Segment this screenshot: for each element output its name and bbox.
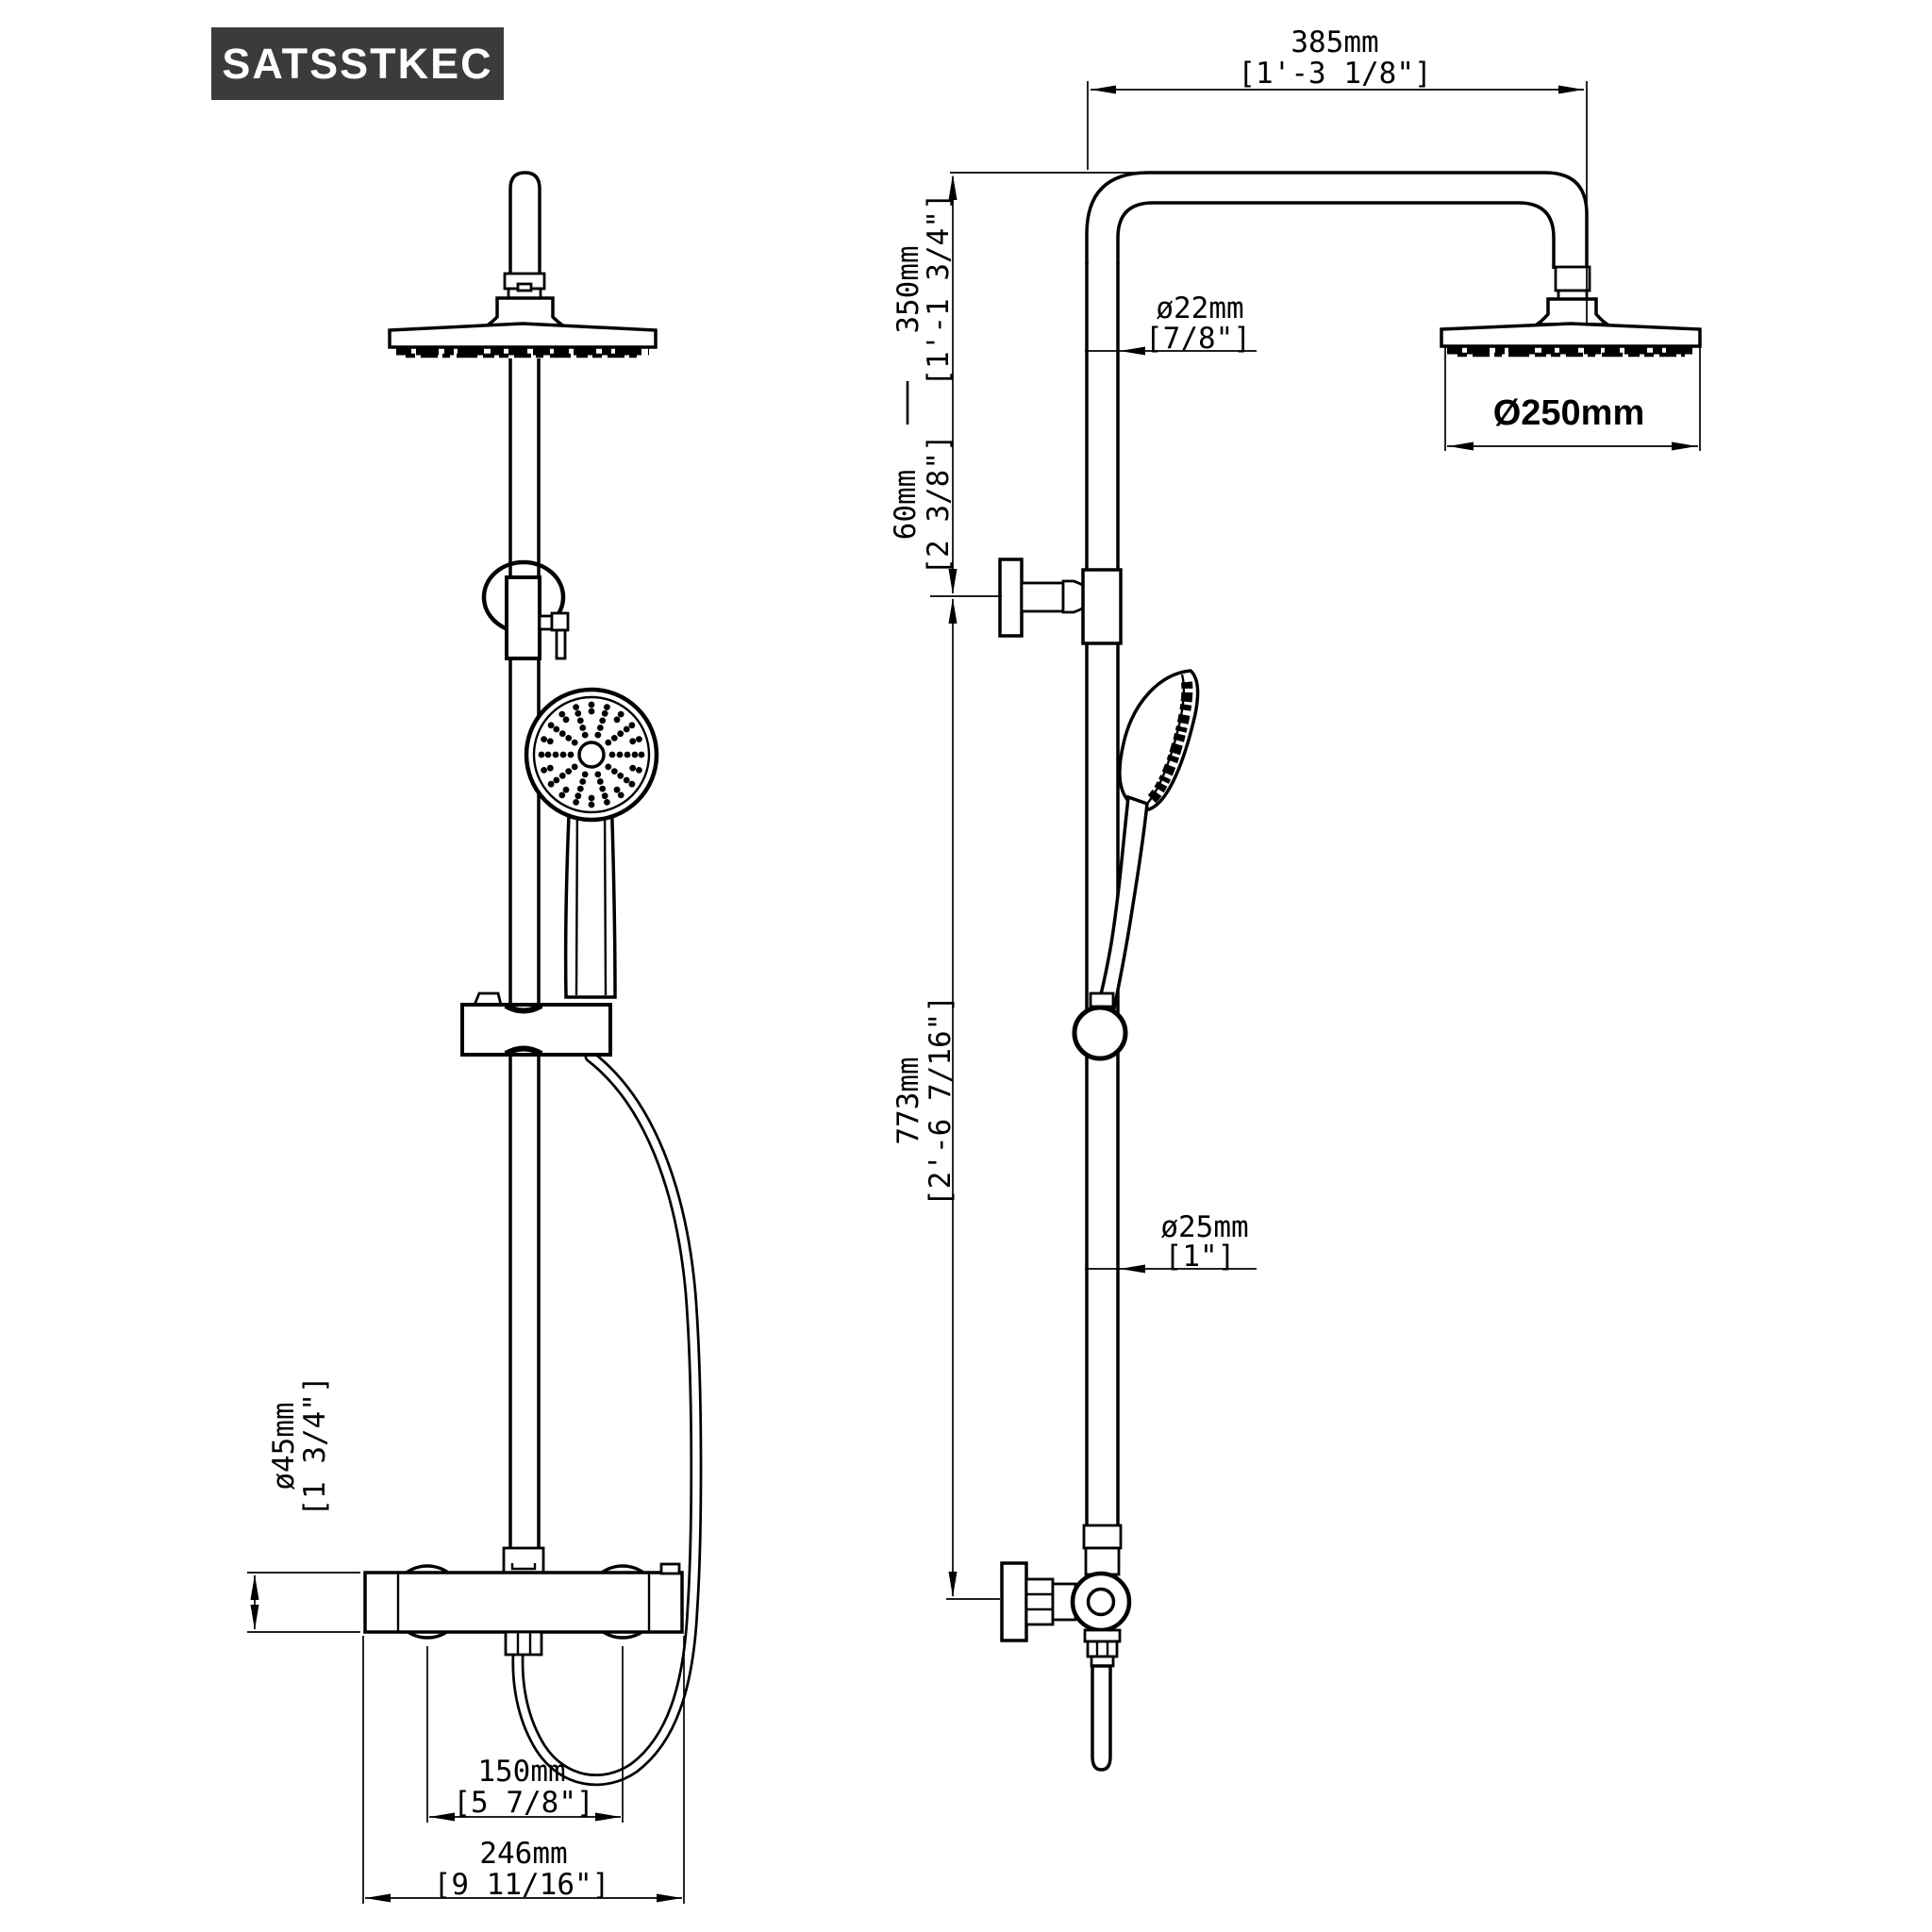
shower-hose: [511, 1050, 703, 1787]
brand-badge: SATSSTKEC: [211, 27, 504, 100]
side-view-dimensions: 385mm [1'-3 1/8"] 350mm [1'-1 3/4"] 60mm…: [889, 25, 1701, 1600]
dim-60-mm: 60mm: [889, 470, 923, 541]
diverter-knob-front: [538, 611, 570, 660]
dim-385-mm: 385mm: [1291, 25, 1378, 59]
spray-nozzle-dots: [538, 701, 645, 808]
wall-bracket-side: [998, 558, 1123, 645]
riser-pipe-side: [1085, 262, 1120, 1526]
dim-25-imperial: [1"]: [1165, 1240, 1236, 1274]
valve-outlet-tube: [1091, 1664, 1112, 1772]
dim-60-imperial: [2 3/8"]: [922, 434, 956, 575]
hand-shower-holder-side: [1072, 991, 1128, 1061]
hose-outlet-nut: [504, 1630, 543, 1657]
dim-385-imperial: [1'-3 1/8"]: [1238, 57, 1431, 91]
dim-150-mm: 150mm: [477, 1755, 565, 1789]
head-disk-side: [1440, 322, 1702, 348]
hand-shower-side: [1072, 669, 1200, 1061]
mixer-button: [659, 1562, 681, 1575]
valve-body-circle: [1070, 1571, 1132, 1633]
dim-773-imperial: [2'-6 7/16"]: [924, 995, 958, 1207]
slider-sleeve-front: [505, 575, 541, 660]
rain-shower-head-side: [1440, 265, 1702, 358]
mixer-valve-front: [363, 1546, 684, 1657]
dim-350-imperial: [1'-1 3/4"]: [922, 192, 956, 386]
dim-246-imperial: [9 11/16"]: [434, 1868, 610, 1902]
dim-22-mm: ø22mm: [1156, 291, 1243, 325]
hand-shower-handle-front: [563, 791, 617, 999]
brand-label: SATSSTKEC: [222, 39, 493, 88]
mixer-body: [363, 1571, 684, 1634]
dim-350-mm: 350mm: [891, 245, 925, 333]
head-pipe-top: [508, 171, 541, 275]
dim-45-mm: ø45mm: [267, 1402, 301, 1490]
dim-250-label: Ø250mm: [1493, 393, 1645, 433]
side-view: 385mm [1'-3 1/8"] 350mm [1'-1 3/4"] 60mm…: [889, 25, 1702, 1772]
front-view-dimensions: ø45mm [1 3/4"] 150mm [5 7/8"] 246mm [9 1…: [247, 1375, 685, 1904]
shower-arm-side: [1085, 171, 1589, 269]
dim-246-mm: 246mm: [479, 1837, 567, 1871]
hand-shower-face: [524, 687, 659, 823]
slider-clamp-front: [460, 991, 612, 1057]
dim-150-imperial: [5 7/8"]: [453, 1786, 593, 1820]
rain-shower-head-front: [388, 171, 658, 358]
front-view: ø45mm [1 3/4"] 150mm [5 7/8"] 246mm [9 1…: [247, 171, 703, 1904]
dim-45-imperial: [1 3/4"]: [298, 1375, 332, 1516]
dim-773-mm: 773mm: [891, 1057, 925, 1144]
riser-pipe-front: [508, 358, 541, 1550]
dim-22-imperial: [7/8"]: [1145, 322, 1251, 356]
supply-valve-side: [1000, 1524, 1132, 1772]
hand-shower-handle-side: [1094, 794, 1149, 1016]
dim-25-mm: ø25mm: [1160, 1210, 1248, 1244]
valve-wall-plate: [1000, 1561, 1028, 1642]
head-disk-front: [388, 322, 658, 349]
